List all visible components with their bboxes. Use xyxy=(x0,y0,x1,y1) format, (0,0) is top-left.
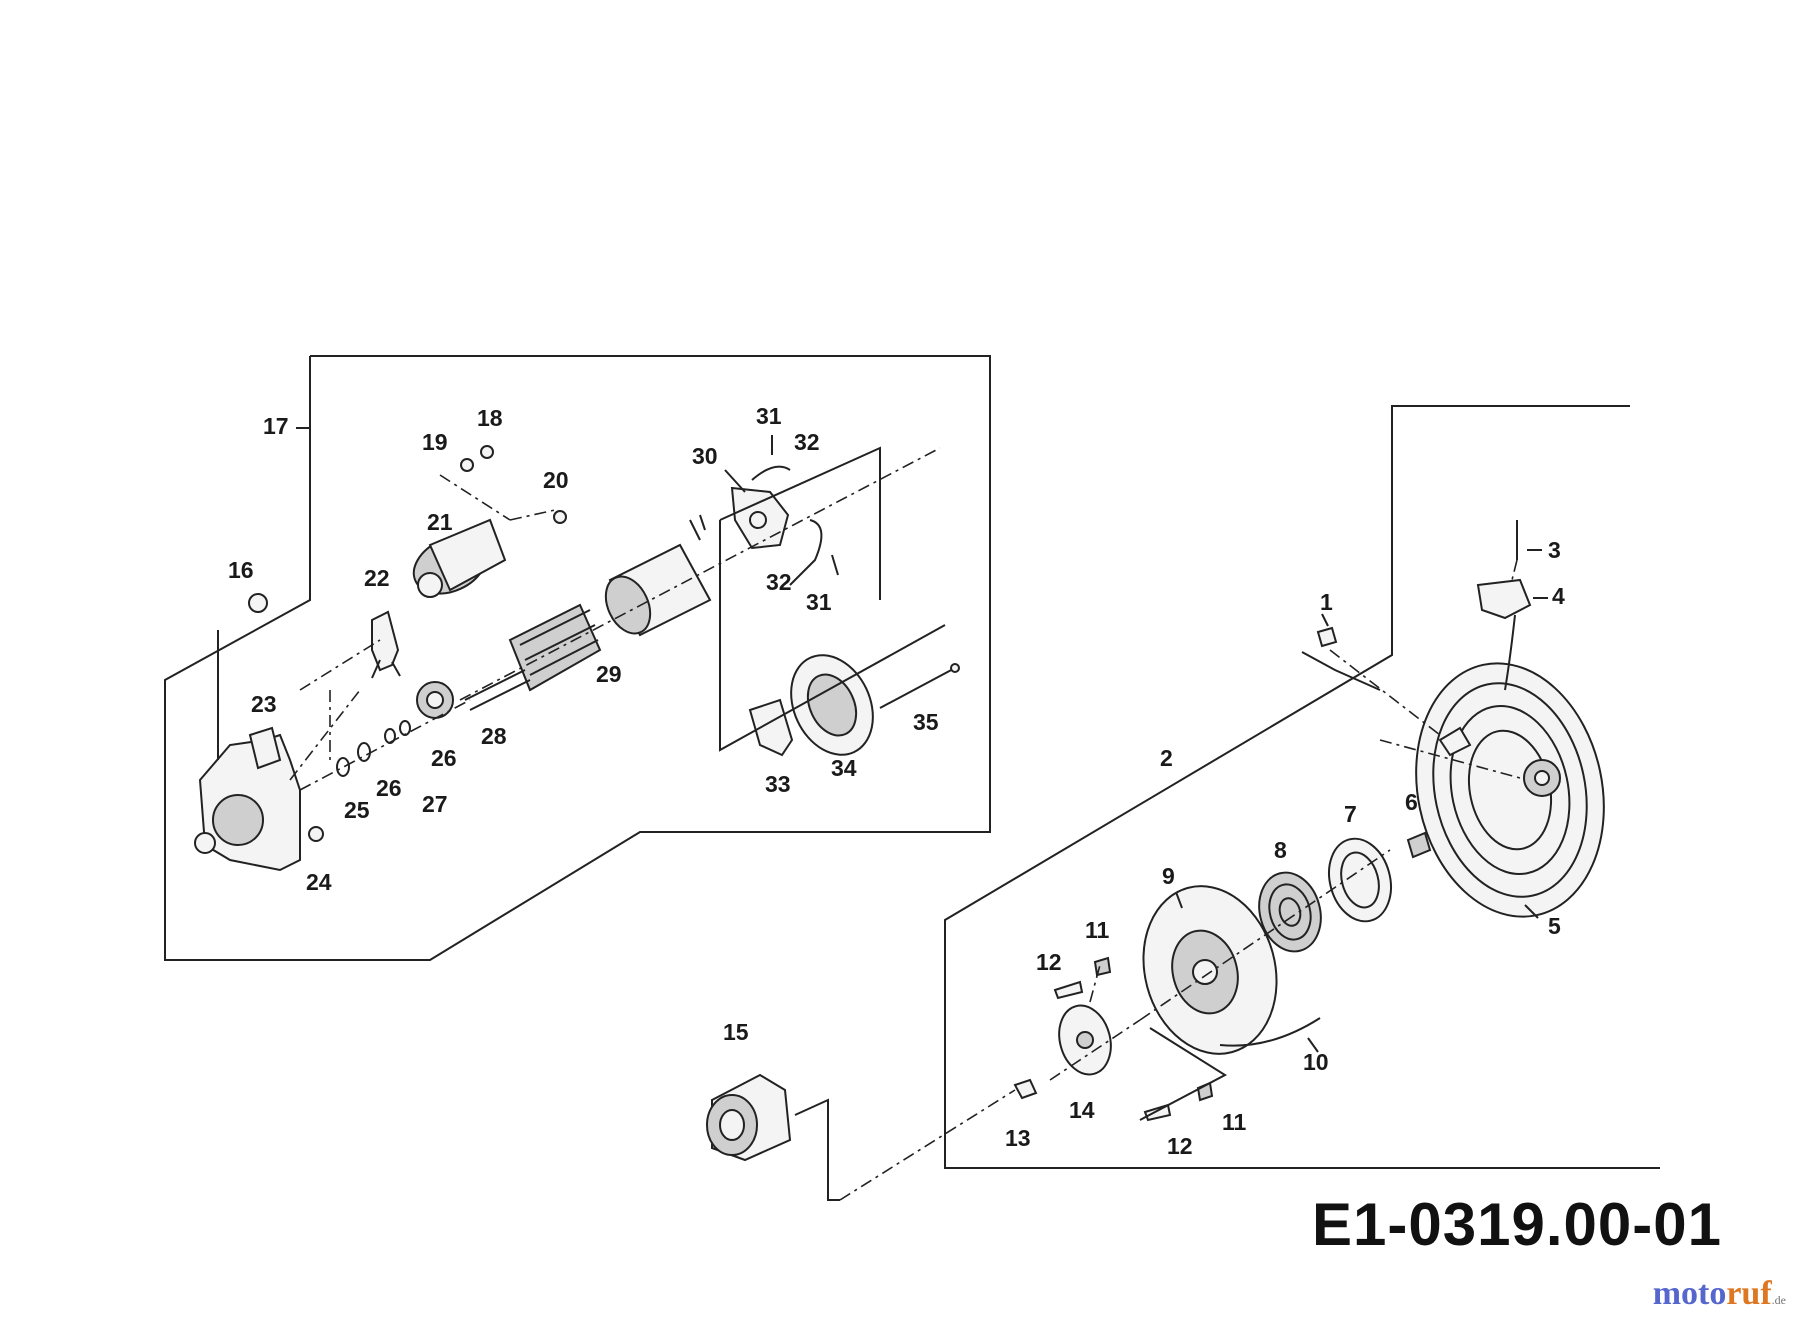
part-drawing-reel-9 xyxy=(1142,885,1278,1055)
watermark-suffix: .de xyxy=(1771,1293,1786,1307)
part-drawing-end-cover-34 xyxy=(790,654,874,756)
starter-center-line xyxy=(289,446,946,791)
part-drawing-cup-15 xyxy=(706,1073,792,1162)
part-drawing-washers-25-27 xyxy=(336,720,411,777)
part-drawing-solenoid-21 xyxy=(412,518,507,598)
label-part-3: 3 xyxy=(1548,537,1561,563)
label-part-34: 34 xyxy=(831,755,857,781)
label-part-18: 18 xyxy=(477,405,503,431)
part-drawing-pinion-28 xyxy=(416,681,454,719)
label-part-11a: 11 xyxy=(1085,917,1110,943)
label-part-33: 33 xyxy=(765,771,791,797)
label-part-26a: 26 xyxy=(376,775,402,801)
part-drawing-ring-7 xyxy=(1328,837,1392,923)
label-part-15: 15 xyxy=(723,1019,749,1045)
part-drawing-rope-10 xyxy=(1219,1017,1321,1047)
label-part-20: 20 xyxy=(543,467,569,493)
label-part-5: 5 xyxy=(1548,913,1561,939)
label-part-16: 16 xyxy=(228,557,254,583)
starter-group-frame xyxy=(164,355,991,961)
label-part-14: 14 xyxy=(1069,1097,1095,1123)
label-part-22: 22 xyxy=(364,565,390,591)
part-drawing-front-housing xyxy=(194,726,301,872)
label-part-26b: 26 xyxy=(431,745,457,771)
label-part-17: 17 xyxy=(263,413,289,439)
part-drawing-nuts-18-20 xyxy=(460,445,567,524)
part-drawing-recoil-spring-8 xyxy=(1258,871,1322,953)
part-drawing-armature-29 xyxy=(464,603,602,711)
label-part-10: 10 xyxy=(1303,1049,1329,1075)
label-part-24: 24 xyxy=(306,869,332,895)
label-part-11b: 11 xyxy=(1222,1109,1247,1135)
recoil-group-frame xyxy=(944,405,1660,1169)
part-drawing-bolt-13 xyxy=(1013,1078,1038,1100)
part-drawing-through-bolt-35 xyxy=(879,663,960,709)
label-part-27: 27 xyxy=(422,791,448,817)
label-part-7: 7 xyxy=(1344,801,1357,827)
part-drawing-plate-33 xyxy=(748,698,794,757)
watermark-part-a: moto xyxy=(1652,1275,1727,1312)
label-part-21: 21 xyxy=(427,509,453,535)
label-part-2: 2 xyxy=(1160,745,1173,771)
label-part-32a: 32 xyxy=(794,429,820,455)
part-drawing-bolt-24 xyxy=(308,826,324,842)
label-part-29: 29 xyxy=(596,661,622,687)
site-watermark: motoruf.de xyxy=(1653,1275,1786,1313)
part-drawing-brush-wires-32 xyxy=(751,465,823,586)
part-drawing-screws-31 xyxy=(771,435,839,576)
label-part-9: 9 xyxy=(1162,863,1175,889)
label-part-6: 6 xyxy=(1405,789,1418,815)
watermark-part-b: ruf xyxy=(1726,1275,1772,1312)
label-part-8: 8 xyxy=(1274,837,1287,863)
part-drawing-fan-housing-5 xyxy=(1415,662,1605,918)
label-part-12a: 12 xyxy=(1036,949,1062,975)
label-part-30: 30 xyxy=(692,443,718,469)
label-part-12b: 12 xyxy=(1167,1133,1193,1159)
label-part-19: 19 xyxy=(422,429,448,455)
label-part-31b: 31 xyxy=(806,589,832,615)
label-part-31a: 31 xyxy=(756,403,782,429)
label-part-13: 13 xyxy=(1005,1125,1031,1151)
label-part-35: 35 xyxy=(913,709,939,735)
label-part-4: 4 xyxy=(1552,583,1565,609)
label-part-32b: 32 xyxy=(766,569,792,595)
drawing-code: E1-0319.00-01 xyxy=(1312,1191,1722,1258)
label-part-23: 23 xyxy=(251,691,277,717)
part-drawing-bolt-1 xyxy=(1316,626,1338,648)
part-drawing-yoke xyxy=(604,514,712,637)
part-drawing-brush-holder-30 xyxy=(730,486,790,550)
part-drawing-spring-6 xyxy=(1406,831,1432,859)
part-labels: 1 2 3 4 5 6 7 8 9 10 11 11 12 12 13 14 1… xyxy=(228,403,1565,1159)
part-drawing-ratchet-14 xyxy=(1058,1004,1112,1076)
part-drawing-fork-lever-22 xyxy=(371,610,401,679)
part-drawing-switch-4 xyxy=(1476,520,1532,691)
label-leaders xyxy=(296,427,1548,1053)
label-part-1: 1 xyxy=(1320,589,1333,615)
recoil-center-line xyxy=(794,559,1521,1201)
part-drawing-bolt-16 xyxy=(217,593,268,760)
label-part-28: 28 xyxy=(481,723,507,749)
label-part-25: 25 xyxy=(344,797,370,823)
